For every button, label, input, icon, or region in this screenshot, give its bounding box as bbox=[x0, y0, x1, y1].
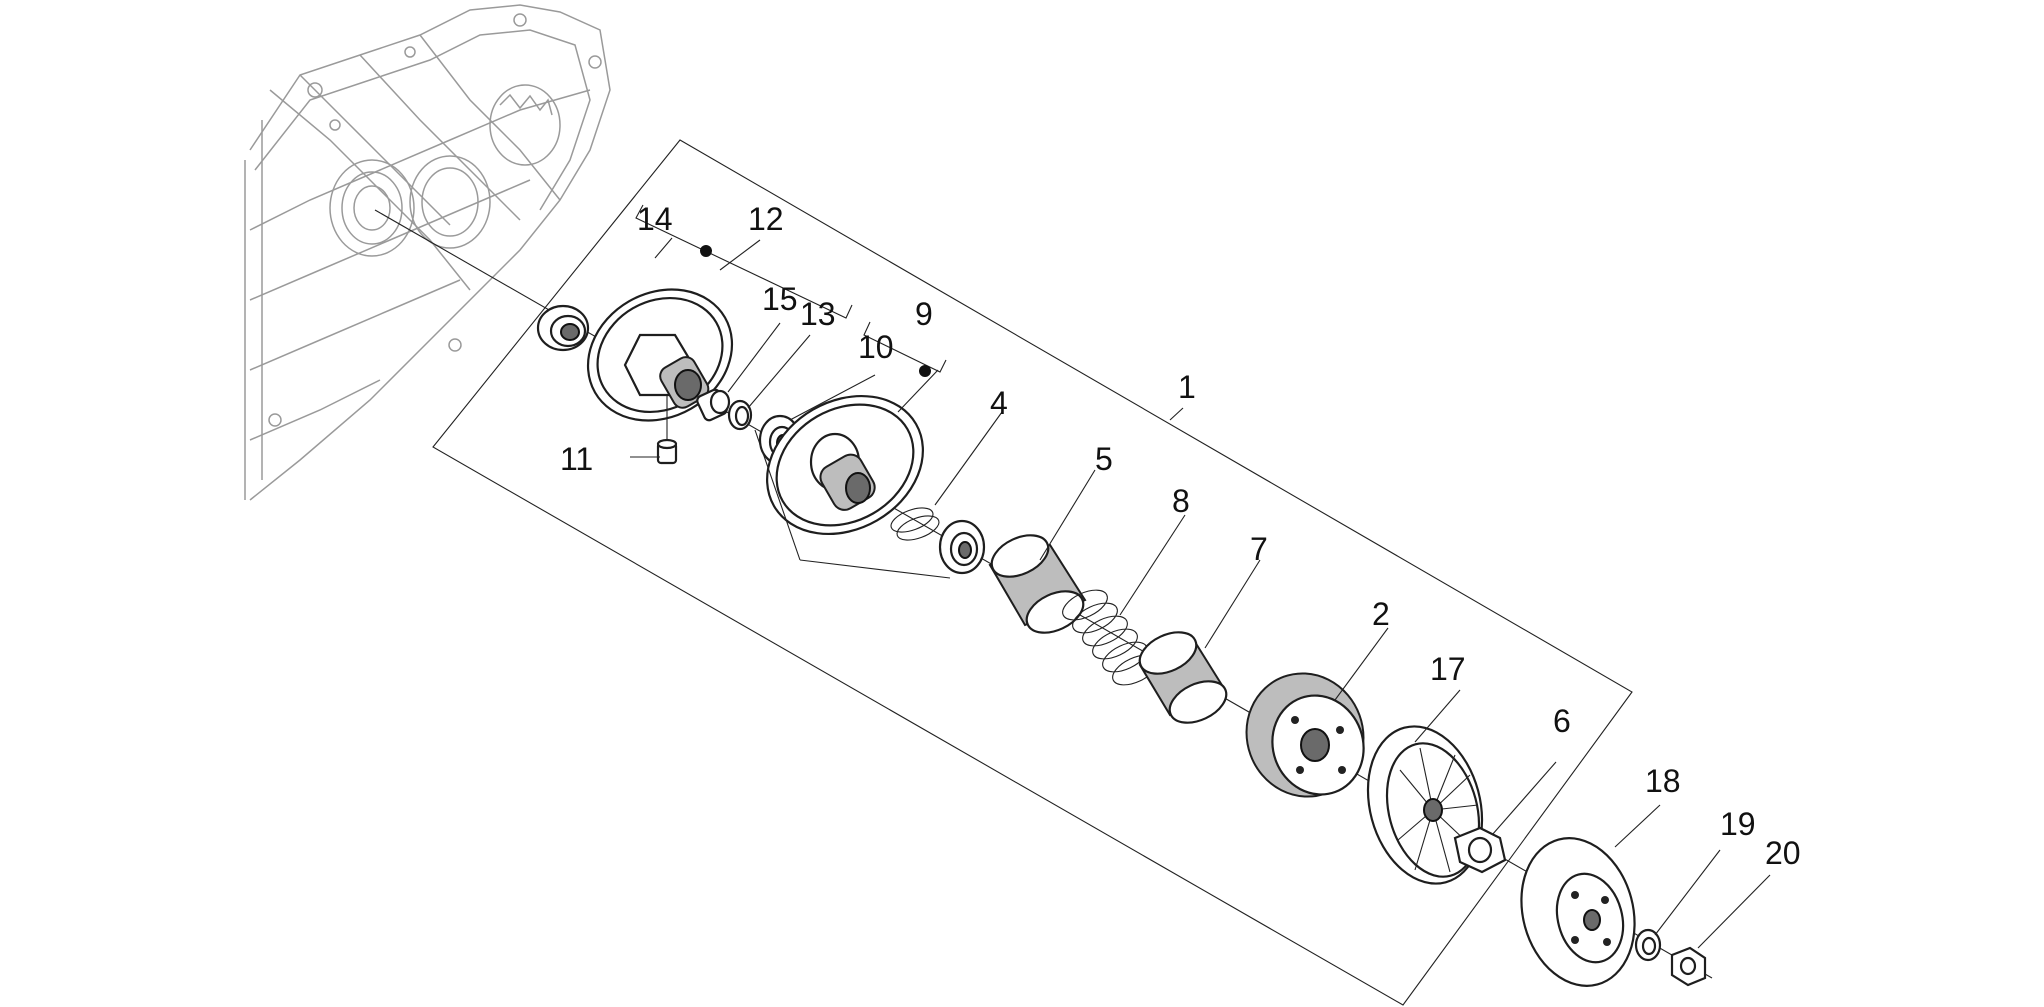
callout-label-5: 5 bbox=[1095, 441, 1113, 477]
reference-dot-9 bbox=[919, 365, 931, 377]
bearing-part-near-4 bbox=[938, 519, 986, 575]
cup-part-7 bbox=[1138, 631, 1228, 724]
callout-label-13: 13 bbox=[800, 296, 836, 332]
bushing-part-15 bbox=[696, 388, 731, 422]
crankcase-housing-outline bbox=[244, 4, 611, 501]
callout-label-19: 19 bbox=[1720, 806, 1756, 842]
movable-pulley-face-part-9 bbox=[766, 394, 924, 536]
assembly-boundary-frame bbox=[432, 139, 1633, 1006]
callout-label-2: 2 bbox=[1372, 596, 1390, 632]
callout-label-11: 11 bbox=[560, 441, 593, 477]
reference-dot-12 bbox=[700, 245, 712, 257]
callout-label-10: 10 bbox=[858, 329, 894, 365]
clutch-bell-part-18 bbox=[1520, 837, 1636, 987]
bearing-part-14 bbox=[536, 304, 590, 352]
leader-lines bbox=[630, 237, 1771, 949]
sleeve-part-5 bbox=[988, 534, 1087, 634]
callout-labels: 1 2 4 5 6 7 8 9 10 11 12 13 14 15 17 18 … bbox=[560, 201, 1801, 871]
callout-label-1: 1 bbox=[1178, 369, 1196, 405]
callout-label-9: 9 bbox=[915, 296, 933, 332]
callout-label-6: 6 bbox=[1553, 703, 1571, 739]
washer-part-19 bbox=[1634, 928, 1662, 962]
bracket-group-12 bbox=[635, 204, 853, 319]
callout-label-17: 17 bbox=[1430, 651, 1466, 687]
clutch-part-2 bbox=[1245, 672, 1365, 798]
nut-part-20 bbox=[1670, 946, 1707, 987]
callout-label-7: 7 bbox=[1250, 531, 1268, 567]
o-ring-part-4 bbox=[890, 507, 940, 541]
ring-part-13 bbox=[727, 399, 753, 431]
callout-label-20: 20 bbox=[1765, 835, 1801, 871]
callout-label-4: 4 bbox=[990, 385, 1008, 421]
pin-part-11 bbox=[656, 438, 678, 465]
callout-label-15: 15 bbox=[762, 281, 798, 317]
callout-label-14: 14 bbox=[637, 201, 673, 237]
nut-part-6 bbox=[1453, 826, 1507, 874]
driven-pulley-face-part-12 bbox=[586, 288, 734, 445]
callout-label-12: 12 bbox=[748, 201, 784, 237]
callout-label-8: 8 bbox=[1172, 483, 1190, 519]
callout-label-18: 18 bbox=[1645, 763, 1681, 799]
bracket-group-9 bbox=[863, 321, 947, 373]
